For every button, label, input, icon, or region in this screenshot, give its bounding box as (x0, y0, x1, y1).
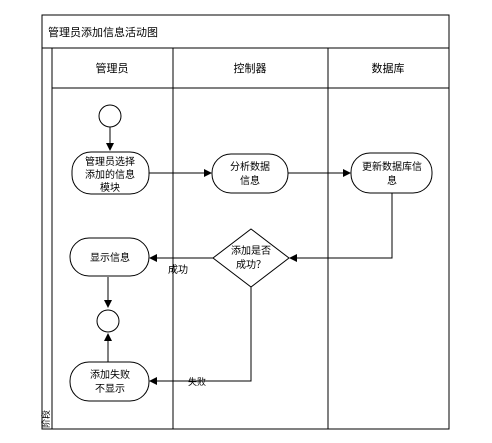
activity-analyze-data-line-1: 分析数据 (230, 160, 270, 173)
lane-label-admin: 管理员 (96, 61, 129, 75)
activity-select-module-line-3: 模块 (100, 182, 120, 194)
activity-analyze-data (211, 153, 289, 194)
edge-decision-fail (149, 287, 252, 385)
end-node (96, 309, 120, 333)
activity-update-database-line-2: 息 (387, 174, 397, 187)
lane-label-database: 数据库 (372, 61, 405, 75)
lane-label-controller: 控制器 (234, 61, 267, 75)
decision-line-1: 添加是否 (231, 244, 271, 257)
activity-select-module-line-1: 管理员选择 (85, 155, 135, 168)
activity-fail-line-1: 添加失败 (90, 368, 130, 381)
diagram-frame (41, 14, 450, 430)
activity-analyze-data-line-2: 信息 (240, 174, 260, 187)
initial-node (98, 104, 122, 128)
activity-show-info-label: 显示信息 (90, 251, 130, 264)
diagram-title: 管理员添加信息活动图 (48, 25, 158, 39)
activity-update-database-line-1: 更新数据库信 (362, 160, 422, 173)
phase-label: 阶段 (40, 410, 52, 428)
decision-add-success (212, 228, 290, 288)
activity-select-module (71, 151, 150, 195)
activity-select-module-line-2: 添加的信息 (85, 168, 135, 181)
activity-fail-line-2: 不显示 (95, 383, 125, 395)
activity-update-database (350, 152, 433, 194)
decision-line-2: 成功？ (236, 259, 266, 271)
edge-label-fail: 失败 (188, 376, 206, 388)
activity-show-info (69, 237, 150, 277)
activity-fail-no-display (69, 361, 150, 402)
edge-update-to-decision (289, 193, 393, 262)
edge-label-success: 成功 (168, 264, 188, 276)
